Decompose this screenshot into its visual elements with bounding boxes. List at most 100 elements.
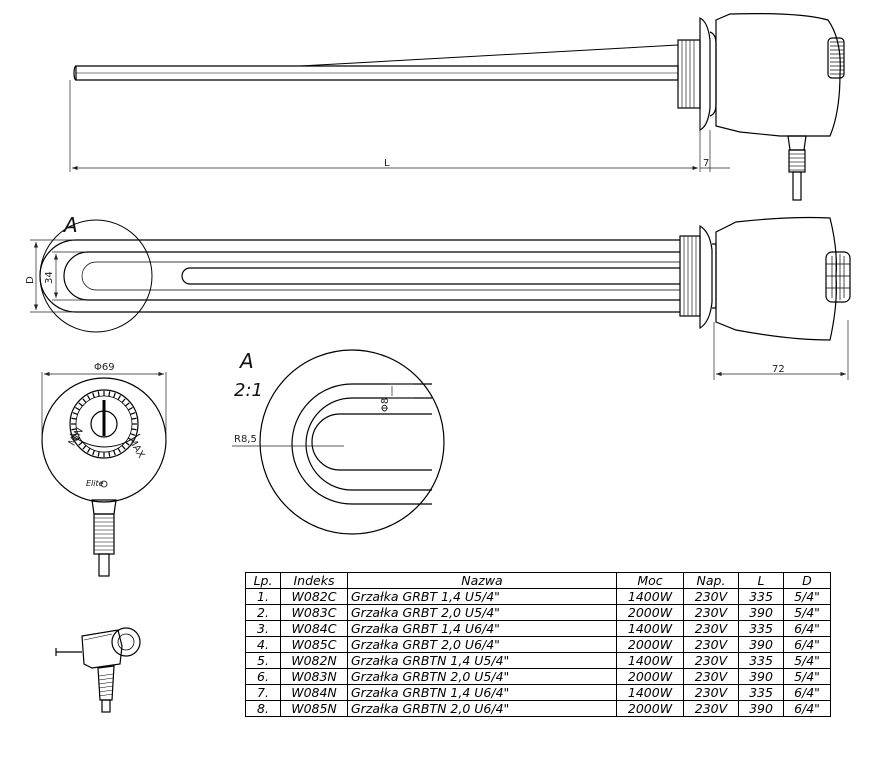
table-cell: 2. [245, 604, 281, 621]
table-cell: W083C [280, 604, 348, 621]
table-header-cell: Nap. [683, 572, 739, 589]
table-cell: 5. [245, 652, 281, 669]
top-view [39, 216, 851, 341]
dial-tick [121, 445, 126, 450]
table-cell: W083N [280, 668, 348, 685]
table-cell: W085C [280, 636, 348, 653]
table-cell: 230V [683, 668, 739, 685]
dial-tick [92, 450, 95, 456]
detail-A-view [259, 349, 445, 535]
dim-7-label: 7 [703, 158, 709, 169]
plug-cable [101, 699, 111, 713]
table-cell: 335 [738, 684, 784, 701]
inner-slot [181, 267, 680, 285]
plug-body [81, 629, 123, 669]
table-cell: 6/4" [783, 636, 831, 653]
dial-tick [131, 417, 137, 420]
brand-logo: Elite [86, 479, 104, 488]
dial-tick [108, 391, 111, 397]
dial-tick [108, 451, 111, 457]
table-cell: W082C [280, 588, 348, 605]
dim-phi8-label: Φ8 [380, 398, 391, 412]
dial-tick [78, 402, 83, 407]
dial-tick [127, 437, 133, 442]
plug-drawing [55, 627, 141, 713]
dial-tick [125, 441, 130, 446]
knob-min-label: MIN [67, 426, 86, 448]
table-cell: 5/4" [783, 668, 831, 685]
dial-tick [125, 402, 130, 407]
table-cell: W085N [280, 700, 348, 717]
dial-tick [82, 445, 87, 450]
dial-tick [113, 392, 116, 398]
dial-tick [75, 406, 81, 411]
detail-A-label: A [62, 213, 78, 237]
table-header-cell: Nazwa [347, 572, 617, 589]
controller-housing-top [715, 216, 837, 341]
table-cell: 1. [245, 588, 281, 605]
table-cell: 230V [683, 652, 739, 669]
cable-gland-side [787, 135, 807, 151]
table-cell: 390 [738, 700, 784, 717]
front-view [41, 377, 167, 577]
table-header-cell: Indeks [280, 572, 348, 589]
table-cell: 5/4" [783, 588, 831, 605]
table-header-cell: D [783, 572, 831, 589]
table-cell: 6. [245, 668, 281, 685]
nut-top [699, 224, 713, 330]
table-cell: Grzałka GRBTN 1,4 U6/4" [347, 684, 617, 701]
table-cell: 335 [738, 652, 784, 669]
dial-tick [97, 451, 100, 457]
dial-tick [127, 406, 133, 411]
u-tube-outer [39, 239, 680, 313]
dial-ticks [71, 391, 137, 457]
table-cell: 390 [738, 636, 784, 653]
controller-housing-side [715, 13, 841, 137]
dial-tick [86, 395, 91, 401]
table-header-cell: Lp. [245, 572, 281, 589]
table-cell: 6/4" [783, 700, 831, 717]
table-cell: 5/4" [783, 604, 831, 621]
dial-tick [117, 395, 122, 401]
table-cell: 3. [245, 620, 281, 637]
table-cell: 1400W [616, 684, 684, 701]
table-cell: 4. [245, 636, 281, 653]
dial-tick [130, 412, 136, 415]
dial-tick [92, 392, 95, 398]
dial-tick [72, 412, 78, 415]
table-cell: 2000W [616, 636, 684, 653]
table-cell: 2000W [616, 668, 684, 685]
dim-D-label: D [25, 276, 36, 284]
thread-connector-side [677, 39, 701, 109]
dim-R85-label: R8,5 [234, 434, 257, 445]
table-cell: 390 [738, 604, 784, 621]
detail-scale-label: 2:1 [234, 380, 263, 401]
table-cell: 7. [245, 684, 281, 701]
table-cell: 8. [245, 700, 281, 717]
cable-side [792, 171, 802, 201]
table-cell: 390 [738, 668, 784, 685]
dial-tick [86, 447, 91, 453]
plug-ring [111, 627, 141, 657]
table-cell: 2000W [616, 604, 684, 621]
table-cell: Grzałka GRBTN 2,0 U6/4" [347, 700, 617, 717]
table-cell: 230V [683, 684, 739, 701]
nut-side [699, 17, 711, 131]
dial-tick [97, 391, 100, 397]
dim-34-label: 34 [44, 271, 55, 284]
dial-tick [113, 450, 116, 456]
cable-front [98, 553, 110, 577]
table-cell: Grzałka GRBT 1,4 U5/4" [347, 588, 617, 605]
dial-tick [78, 441, 83, 446]
table-cell: 335 [738, 588, 784, 605]
table-cell: Grzałka GRBTN 2,0 U5/4" [347, 668, 617, 685]
table-cell: Grzałka GRBTN 1,4 U5/4" [347, 652, 617, 669]
dial-tick [71, 417, 77, 420]
dial-tick [117, 447, 122, 453]
table-cell: 2000W [616, 700, 684, 717]
table-cell: Grzałka GRBT 1,4 U6/4" [347, 620, 617, 637]
